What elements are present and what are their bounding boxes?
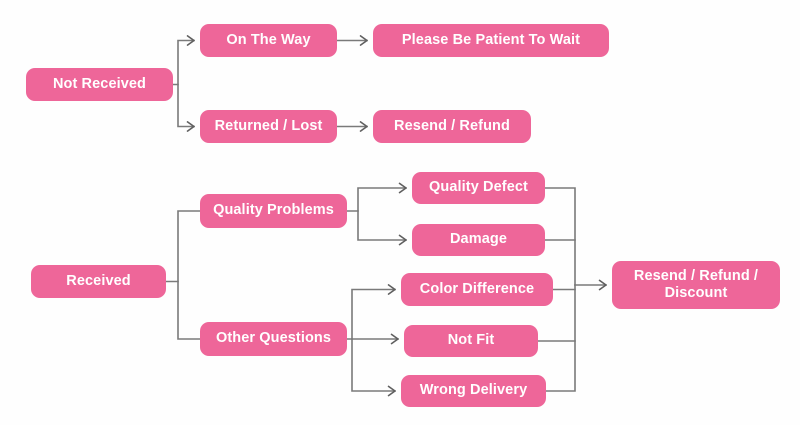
node-returned_lost[interactable]: Returned / Lost [200, 110, 337, 143]
arrowhead-icon [598, 279, 607, 291]
node-wrong_delivery[interactable]: Wrong Delivery [401, 375, 546, 407]
arrowhead-icon [186, 35, 195, 46]
node-on_the_way[interactable]: On The Way [200, 24, 337, 57]
node-received[interactable]: Received [31, 265, 166, 298]
node-damage[interactable]: Damage [412, 224, 545, 256]
node-quality_probs[interactable]: Quality Problems [200, 194, 347, 228]
connector-line [544, 187, 576, 286]
arrowhead-icon [186, 121, 195, 132]
connector-line [165, 210, 201, 283]
arrowhead-icon [359, 35, 368, 46]
node-resend_refund[interactable]: Resend / Refund [373, 110, 531, 143]
connector-line [346, 288, 396, 340]
connector-line [177, 280, 201, 340]
arrowhead-icon [387, 385, 396, 397]
node-final_outcome[interactable]: Resend / Refund / Discount [612, 261, 780, 309]
connector-line [346, 187, 407, 212]
arrowhead-icon [359, 121, 368, 132]
node-quality_defect[interactable]: Quality Defect [412, 172, 545, 204]
node-please_wait[interactable]: Please Be Patient To Wait [373, 24, 609, 57]
arrowhead-icon [387, 284, 396, 295]
arrowhead-icon [390, 333, 399, 345]
connector-line [357, 210, 407, 241]
node-other_quest[interactable]: Other Questions [200, 322, 347, 356]
arrowhead-icon [398, 234, 407, 246]
arrowhead-icon [398, 182, 407, 194]
connector-line [172, 39, 195, 86]
node-not_received[interactable]: Not Received [26, 68, 173, 101]
connector-line [177, 83, 195, 128]
node-not_fit[interactable]: Not Fit [404, 325, 538, 357]
connector-line [351, 338, 396, 392]
node-color_diff[interactable]: Color Difference [401, 273, 553, 306]
